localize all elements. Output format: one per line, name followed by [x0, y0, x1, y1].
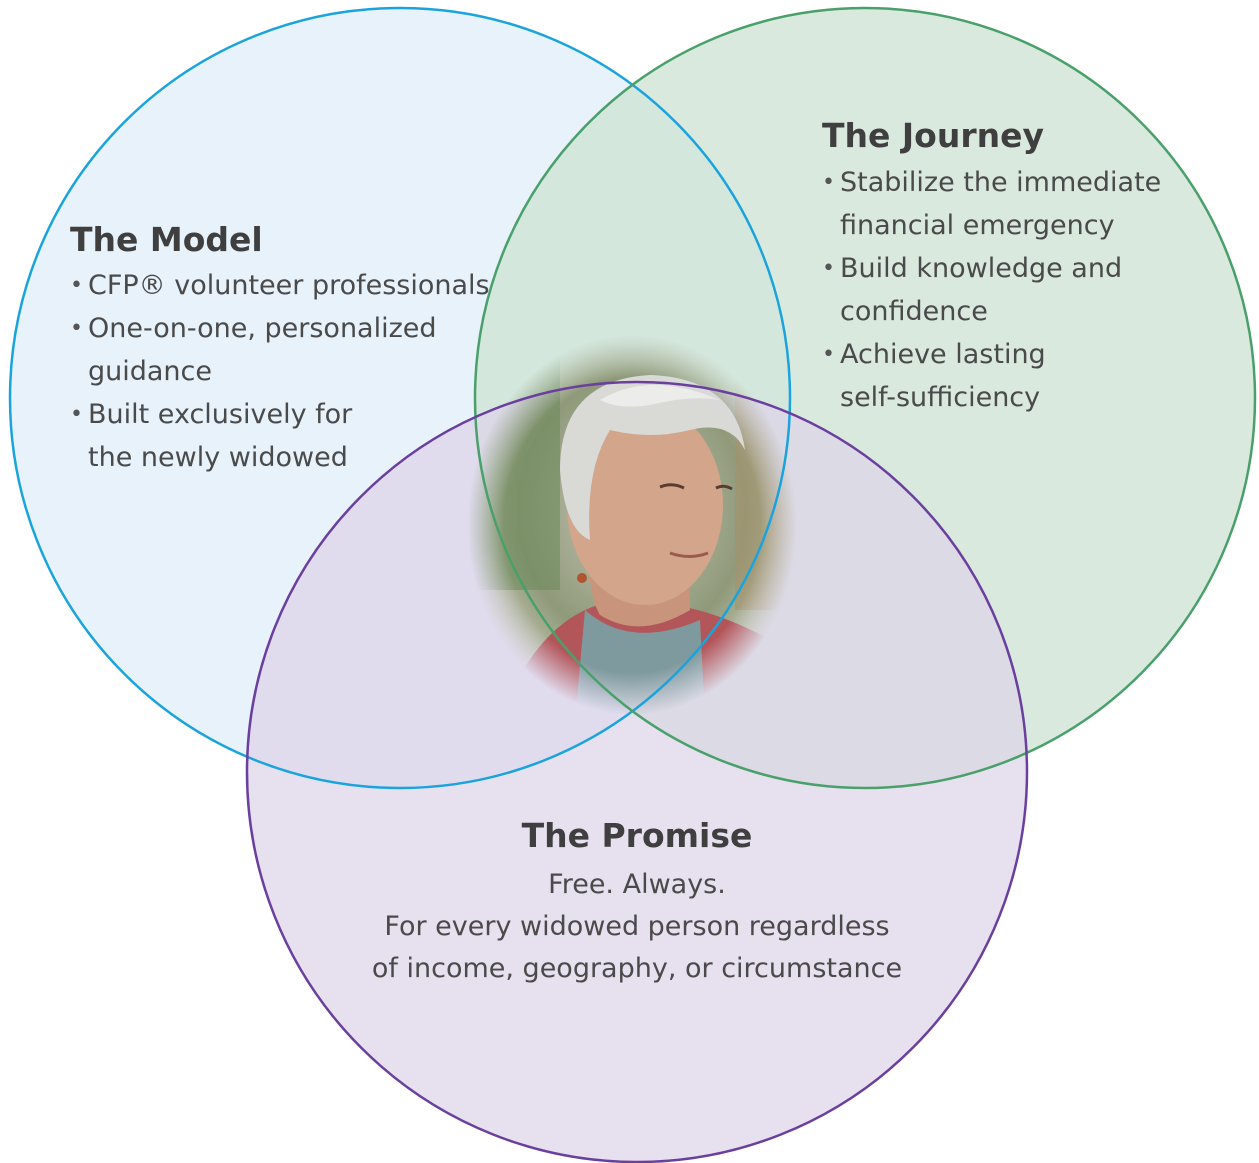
promise-line-3: of income, geography, or circumstance [371, 953, 903, 984]
model-item: Built exclusively for the newly widowed [70, 393, 358, 479]
model-circle-outline [8, 6, 792, 790]
promise-circle-fill [247, 382, 1027, 1162]
journey-item: Build knowledge and confidence [822, 247, 1130, 333]
model-item: One-on-one, personalized guidance [70, 307, 448, 393]
promise-circle-outline [245, 380, 1029, 1163]
model-list: CFP® volunteer professionals One-on-one,… [70, 264, 490, 479]
promise-title: The Promise [521, 816, 753, 855]
journey-title: The Journey [822, 116, 1044, 155]
journey-item: Achieve lasting self-sufficiency [822, 333, 1070, 419]
model-item: CFP® volunteer professionals [70, 264, 490, 307]
model-title: The Model [70, 220, 263, 259]
portrait-photo [460, 330, 805, 730]
journey-item: Stabilize the immediate financial emerge… [822, 161, 1162, 247]
promise-text: Free. Always. For every widowed person r… [337, 864, 937, 990]
journey-list: Stabilize the immediate financial emerge… [822, 161, 1162, 419]
promise-line-2: For every widowed person regardless [384, 911, 890, 942]
journey-circle-outline [473, 6, 1257, 790]
promise-line-1: Free. Always. [548, 869, 726, 900]
